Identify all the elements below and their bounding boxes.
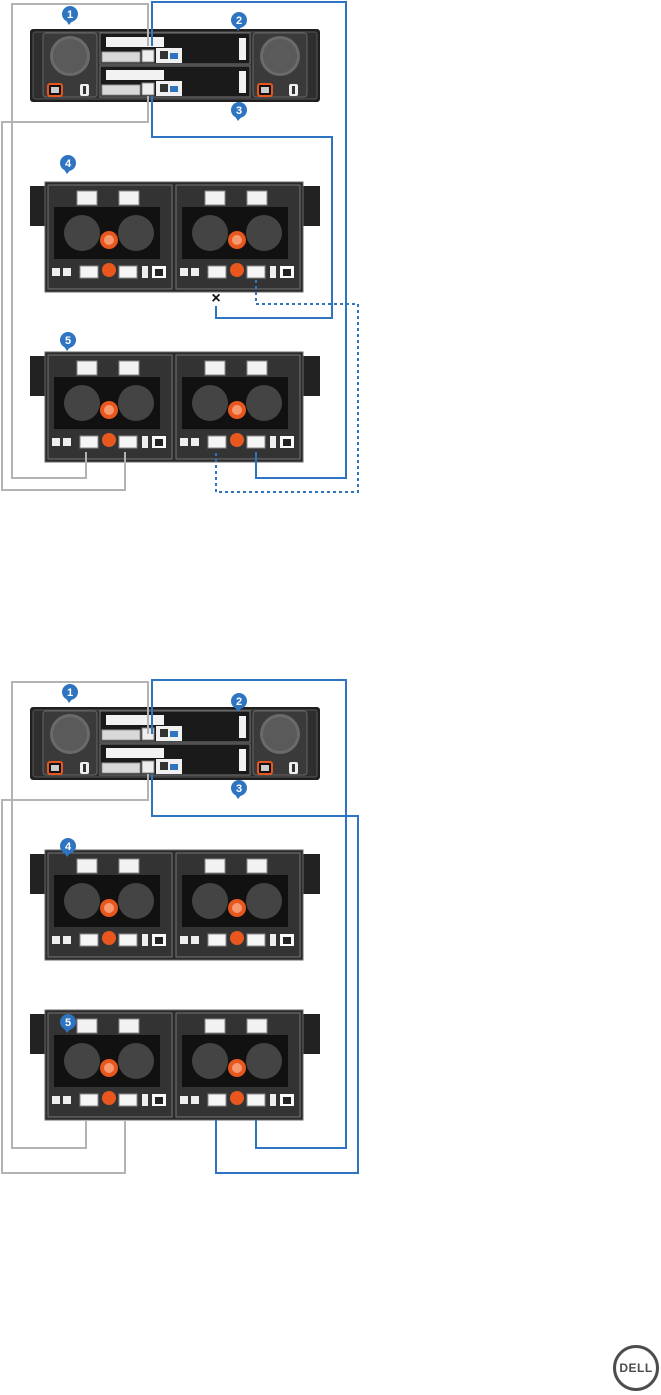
storage-array (30, 707, 320, 780)
cable-failure-marker: × (211, 290, 220, 307)
callout-5-label: 5 (65, 335, 71, 347)
cabling-diagram-restored: 1 2 3 4 5 (0, 668, 661, 1188)
callout-2-label: 2 (236, 696, 242, 708)
callout-5-label: 5 (65, 1017, 71, 1029)
callout-3-label: 3 (236, 105, 242, 117)
callout-5: 5 (60, 314, 76, 351)
callout-4: 4 (60, 820, 76, 857)
expansion-enclosure-2 (30, 352, 320, 462)
dell-logo-icon: DELL (613, 1345, 659, 1391)
callout-2: 2 (231, 0, 247, 31)
storage-array (30, 29, 320, 102)
expansion-enclosure-1 (30, 850, 320, 960)
cabling-diagram-failed: × 1 2 3 4 5 (0, 0, 661, 520)
callout-3-label: 3 (236, 783, 242, 795)
callout-4: 4 (60, 137, 76, 174)
callout-2-label: 2 (236, 15, 242, 27)
callout-1: 1 (62, 668, 78, 703)
callout-1-label: 1 (67, 9, 73, 21)
expansion-enclosure-1 (30, 182, 320, 292)
callout-4-label: 4 (65, 158, 72, 170)
dell-logo-text: DELL (619, 1361, 652, 1375)
callout-1-label: 1 (67, 687, 73, 699)
callout-4-label: 4 (65, 841, 72, 853)
